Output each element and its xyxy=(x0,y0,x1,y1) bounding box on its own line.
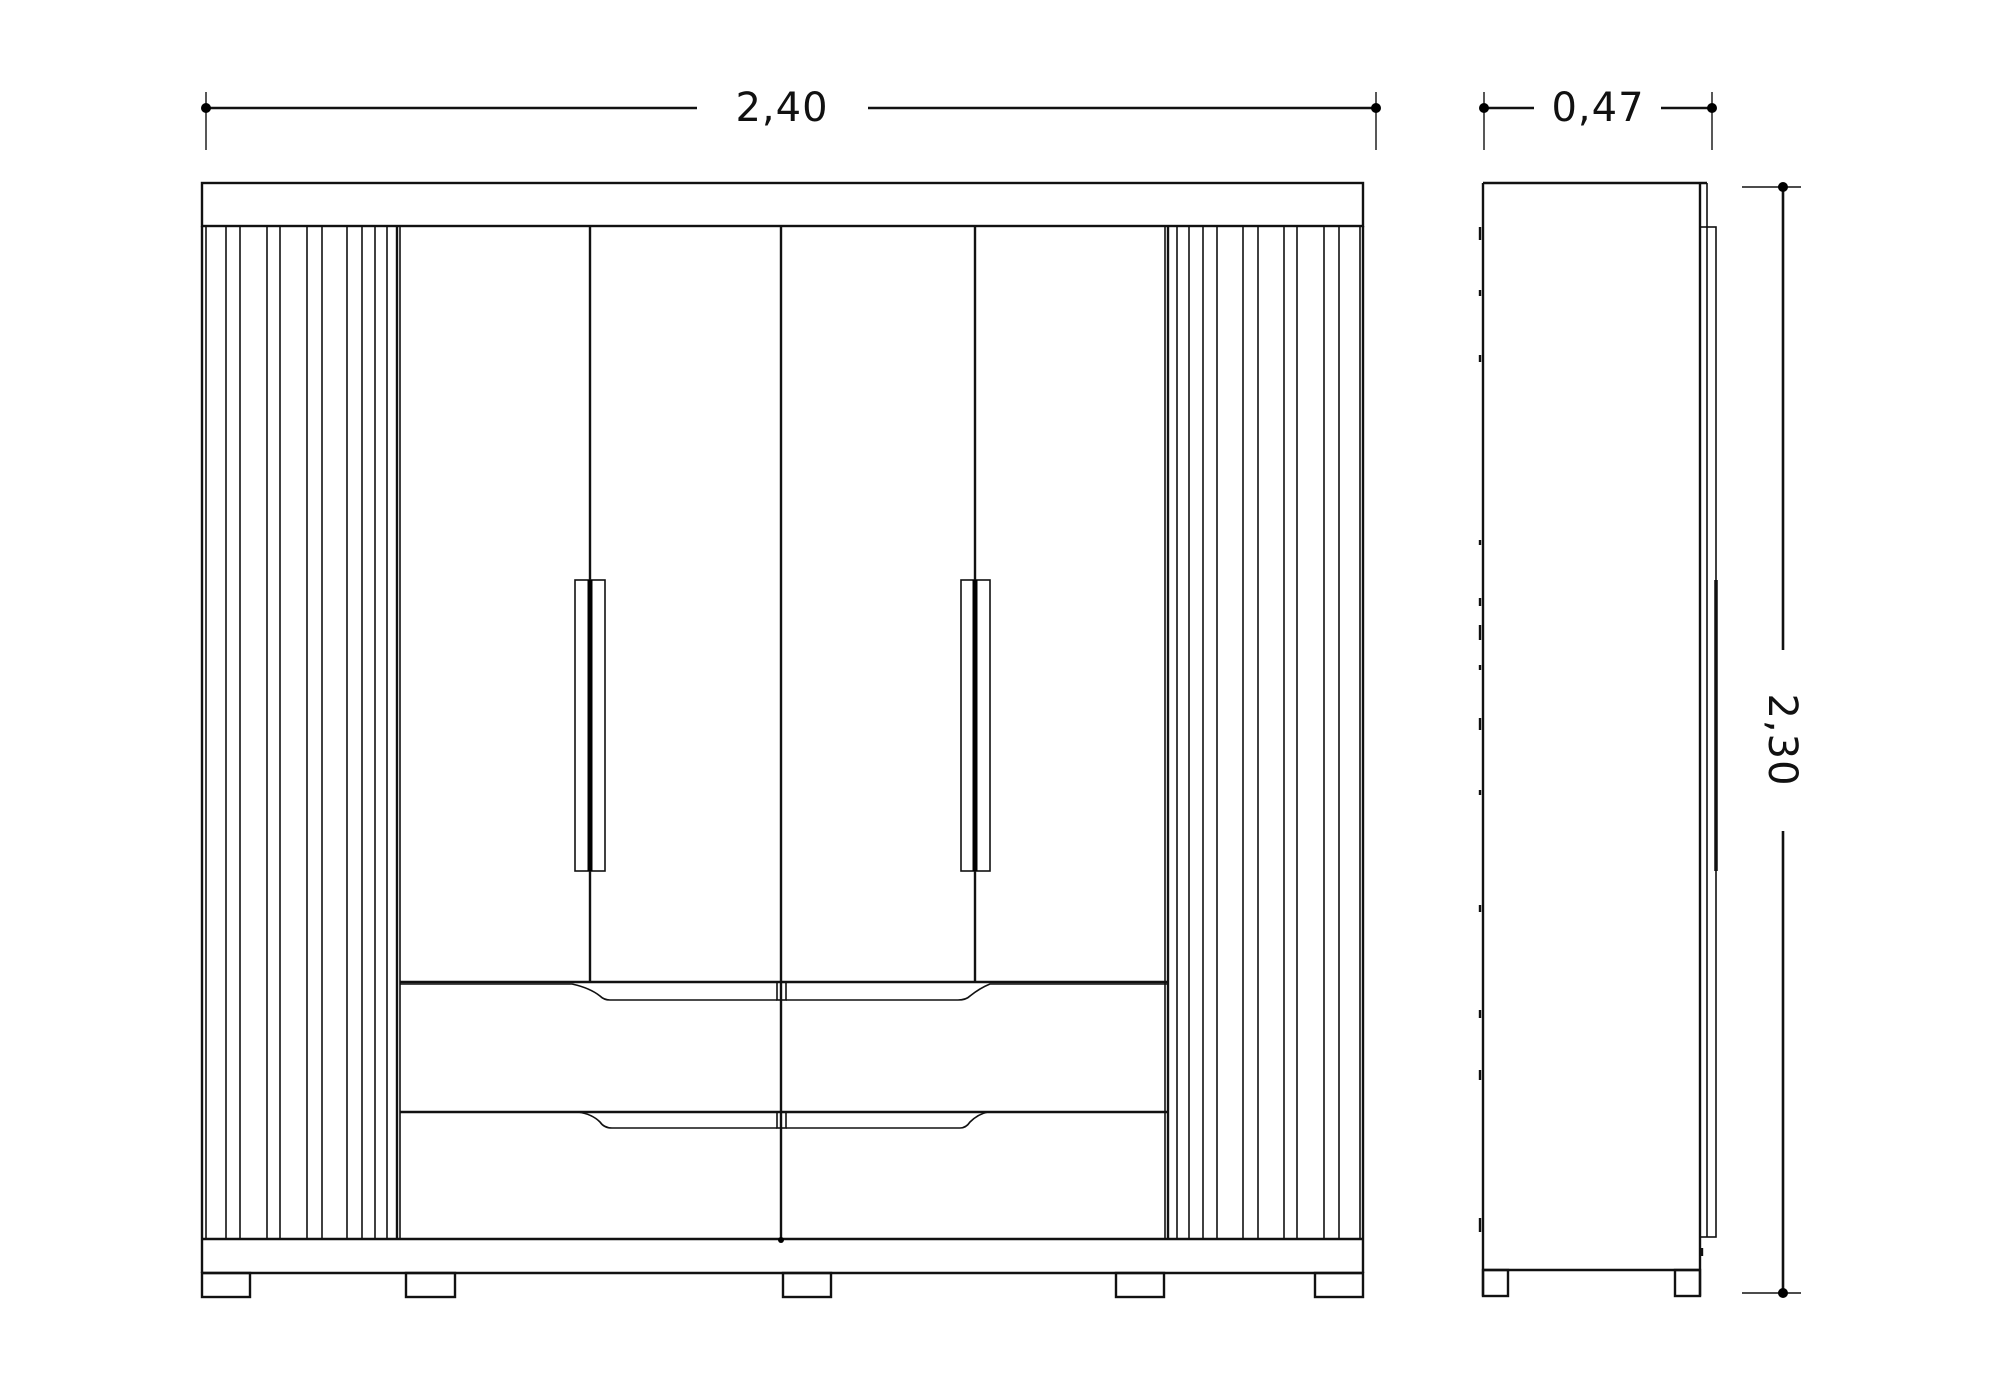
foot xyxy=(404,1271,457,1299)
drawers xyxy=(400,980,1167,1129)
foot xyxy=(781,1271,833,1299)
right-fluted-panel xyxy=(1164,226,1361,1239)
foot xyxy=(1114,1271,1166,1299)
door-handle-right xyxy=(960,579,991,872)
top-cornice xyxy=(200,181,1365,228)
foot xyxy=(1313,1271,1365,1299)
foot xyxy=(200,1271,252,1299)
height-label: 2,30 xyxy=(1759,693,1805,786)
side-foot xyxy=(1481,1268,1510,1298)
side-view xyxy=(1478,181,1718,1298)
width-dimension: 2,40 xyxy=(201,85,1381,150)
depth-dimension: 0,47 xyxy=(1479,85,1717,150)
width-label: 2,40 xyxy=(735,85,828,131)
hinged-doors xyxy=(588,226,977,1243)
door-handle-left xyxy=(574,579,606,872)
side-foot xyxy=(1673,1268,1702,1298)
back-hardware-marks xyxy=(1478,227,1704,1256)
depth-label: 0,47 xyxy=(1551,85,1644,131)
left-fluted-panel xyxy=(205,226,401,1239)
front-view xyxy=(200,181,1365,1299)
side-door-profile xyxy=(1699,226,1717,1238)
feet xyxy=(200,1271,1365,1299)
height-dimension: 2,30 xyxy=(1742,182,1805,1298)
